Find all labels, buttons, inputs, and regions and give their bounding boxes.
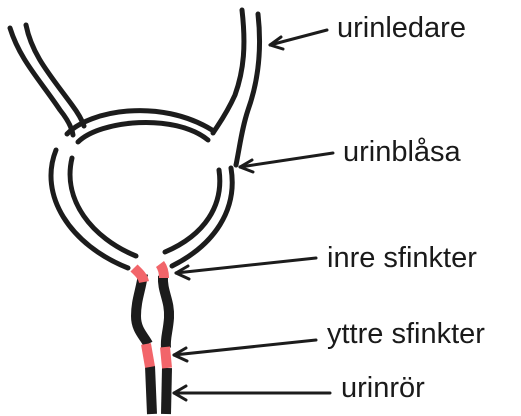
ureter-left: [10, 25, 84, 135]
external-sphincter: [146, 344, 167, 368]
urethra: [136, 274, 169, 414]
arrow-inre-sfinkter: [176, 258, 316, 279]
bladder-wall: [51, 111, 232, 268]
label-urinror: urinrör: [341, 374, 425, 403]
arrow-yttre-sfinkter: [174, 340, 316, 361]
arrow-urinror: [174, 386, 330, 400]
label-urinledare: urinledare: [337, 14, 466, 43]
ureter-right: [213, 10, 260, 165]
label-inre-sfinkter: inre sfinkter: [327, 244, 477, 273]
arrow-urinblasa: [240, 153, 333, 172]
label-yttre-sfinkter: yttre sfinkter: [327, 320, 485, 349]
arrow-urinledare: [270, 30, 327, 49]
label-urinblasa: urinblåsa: [343, 138, 461, 167]
